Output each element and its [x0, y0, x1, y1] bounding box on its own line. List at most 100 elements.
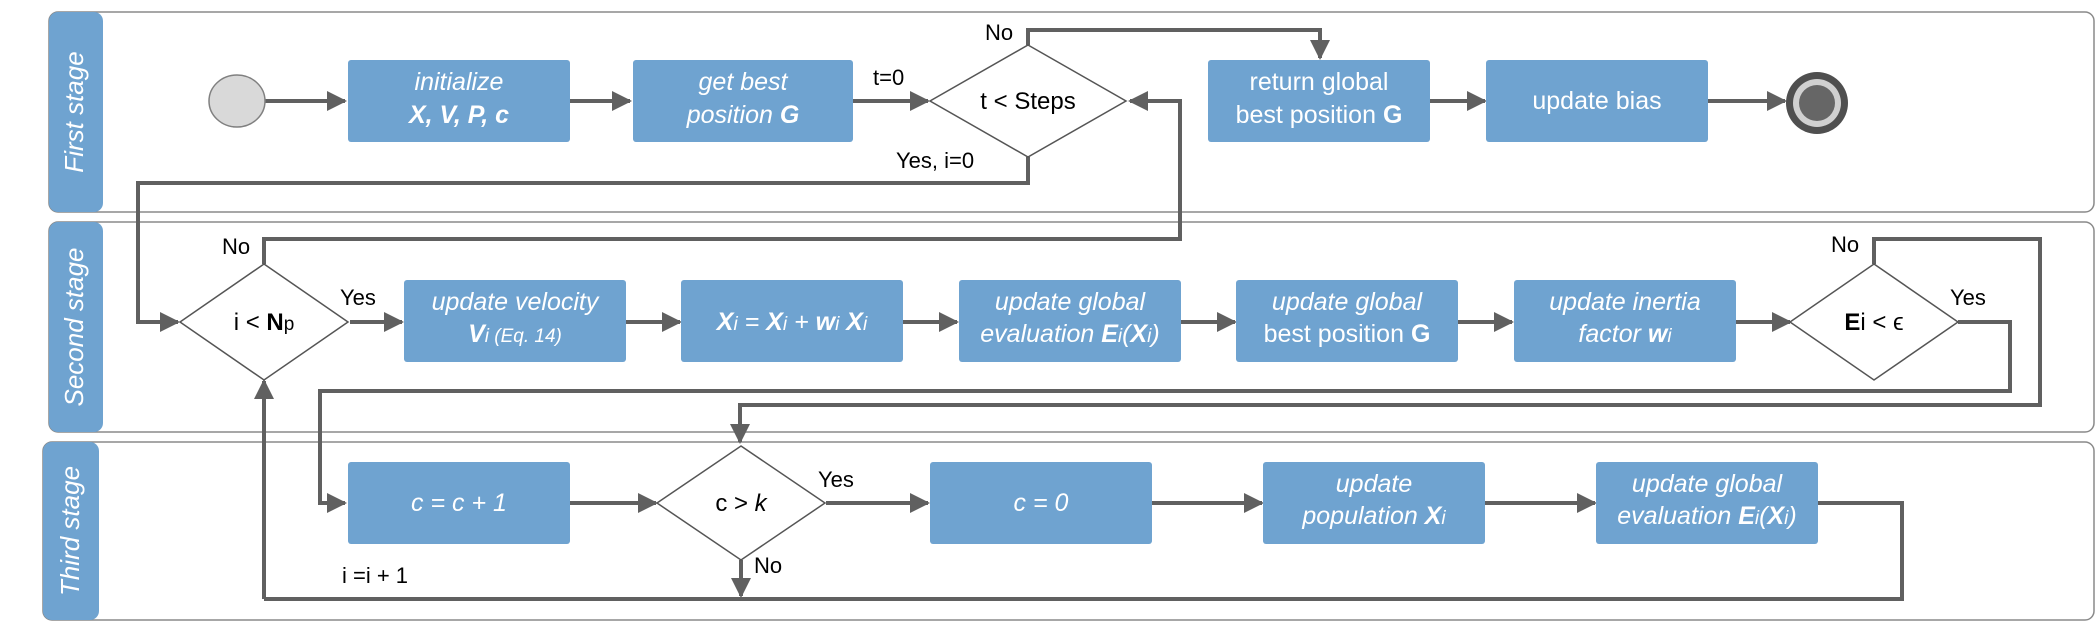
svg-text:population Xi: population Xi [1301, 502, 1446, 530]
update-velocity-v: V [468, 320, 487, 348]
c-zero-box: c = 0 [930, 462, 1152, 544]
svg-text:factor wi: factor wi [1578, 320, 1672, 348]
c-k-a: c > [715, 490, 754, 517]
x-update-sp [839, 308, 846, 336]
initialize-line1: initialize [415, 68, 504, 96]
t-steps-label: t < Steps [980, 88, 1075, 115]
x-update-box: Xi = Xi + wi Xi [681, 280, 903, 362]
update-global-eval2-i: i [1755, 508, 1760, 529]
lane-first-title: First stage [59, 51, 89, 172]
c-k-decision: c > k [655, 445, 827, 561]
x-update-i2: i [783, 314, 788, 335]
update-global-best-line2b: G [1411, 320, 1430, 348]
update-inertia-line1: update inertia [1549, 288, 1701, 316]
t-steps-decision: t < Steps [928, 44, 1128, 158]
svg-text:best position G: best position G [1236, 101, 1403, 129]
update-velocity-i: i [485, 326, 490, 347]
e-eps-e: E [1844, 309, 1860, 336]
update-global-eval2-e: E [1738, 502, 1756, 530]
x-update-x1: X [715, 308, 735, 336]
edges [136, 28, 2042, 601]
x-update-w: w [816, 308, 837, 336]
update-global-eval-line1: update global [995, 288, 1147, 316]
return-global-line2b: G [1383, 101, 1402, 129]
e-eps-decision: Ei < ϵ [1788, 263, 1960, 381]
update-global-eval2-cp: ) [1785, 502, 1796, 530]
label-no-np: No [222, 234, 250, 259]
update-population-x: X [1423, 502, 1443, 530]
update-global-eval-cp: ) [1148, 320, 1159, 348]
get-best-line2a: position [686, 101, 780, 129]
lane-third-title: Third stage [55, 466, 85, 596]
update-population-pre: population [1301, 502, 1424, 530]
c-k-b: k [755, 490, 769, 517]
svg-text:Ei < ϵ: Ei < ϵ [1844, 309, 1903, 336]
update-inertia-w: w [1648, 320, 1669, 348]
update-global-eval2-box: update global evaluation Ei(Xi) [1596, 462, 1818, 544]
svg-text:evaluation Ei(Xi): evaluation Ei(Xi) [1617, 502, 1796, 530]
edge-eps-yes-cinc [318, 320, 2012, 513]
label-no-top: No [985, 20, 1013, 45]
svg-text:Xi = Xi + wi Xi: Xi = Xi + wi Xi [715, 308, 868, 336]
label-t0: t=0 [873, 65, 904, 90]
update-population-box: update population Xi [1263, 462, 1485, 544]
label-i-inc: i =i + 1 [342, 563, 408, 588]
edge-inp-no-tsteps [262, 91, 1182, 264]
svg-text:evaluation Ei(Xi): evaluation Ei(Xi) [980, 320, 1159, 348]
x-update-x3: X [844, 308, 864, 336]
initialize-box: initialize X, V, P, c [348, 60, 570, 142]
x-update-eq: = [738, 308, 767, 336]
update-global-best-line1: update global [1272, 288, 1424, 316]
update-global-eval2-op: ( [1759, 502, 1770, 530]
update-velocity-line1: update velocity [432, 288, 600, 316]
label-yes-ck: Yes [818, 467, 854, 492]
svg-text:best position G: best position G [1264, 320, 1431, 348]
update-global-eval-box: update global evaluation Ei(Xi) [959, 280, 1181, 362]
c-inc-box: c = c + 1 [348, 462, 570, 544]
edge-tsteps-no-return [1026, 28, 1330, 60]
return-global-line1: return global [1250, 68, 1389, 96]
update-global-eval-xi: i [1147, 326, 1152, 347]
start-node [208, 74, 266, 128]
update-global-eval2-xi: i [1784, 508, 1789, 529]
update-global-eval-i: i [1118, 326, 1123, 347]
update-global-eval2-line1: update global [1632, 470, 1784, 498]
update-bias-box: update bias [1486, 60, 1708, 142]
c-inc-label: c = c + 1 [411, 489, 507, 517]
x-update-i3: i [835, 314, 840, 335]
edge-eps-no-ck [730, 237, 2042, 444]
svg-text:i < Np: i < Np [234, 309, 295, 336]
get-best-line1: get best [699, 68, 789, 96]
label-yes-np: Yes [340, 285, 376, 310]
svg-text:position G: position G [686, 101, 800, 129]
update-global-eval-op: ( [1122, 320, 1133, 348]
update-bias-label: update bias [1532, 87, 1661, 115]
c-zero-label: c = 0 [1014, 489, 1069, 517]
i-np-decision: i < Np [178, 263, 350, 381]
x-update-i4: i [863, 314, 868, 335]
update-global-eval-pre: evaluation [980, 320, 1101, 348]
x-update-x2: X [764, 308, 784, 336]
update-inertia-i: i [1667, 326, 1672, 347]
get-best-box: get best position G [633, 60, 853, 142]
x-update-plus: + [787, 308, 816, 336]
e-eps-rest: i < ϵ [1860, 309, 1903, 336]
return-global-box: return global best position G [1208, 60, 1430, 142]
x-update-i1: i [733, 314, 738, 335]
lane-second-title: Second stage [59, 247, 89, 406]
label-no-ck: No [754, 553, 782, 578]
label-yes-eps: Yes [1950, 285, 1986, 310]
update-global-eval-x: X [1128, 320, 1148, 348]
update-population-i: i [1441, 508, 1446, 529]
return-global-line2a: best position [1236, 101, 1383, 129]
update-global-best-line2a: best position [1264, 320, 1411, 348]
update-global-eval-e: E [1101, 320, 1119, 348]
update-global-best-box: update global best position G [1236, 280, 1458, 362]
svg-text:c > k: c > k [715, 490, 768, 517]
label-yes-i0: Yes, i=0 [896, 148, 974, 173]
i-np-c: p [284, 314, 295, 335]
update-global-eval2-pre: evaluation [1617, 502, 1738, 530]
end-node [1786, 72, 1848, 134]
update-global-eval2-x: X [1765, 502, 1785, 530]
